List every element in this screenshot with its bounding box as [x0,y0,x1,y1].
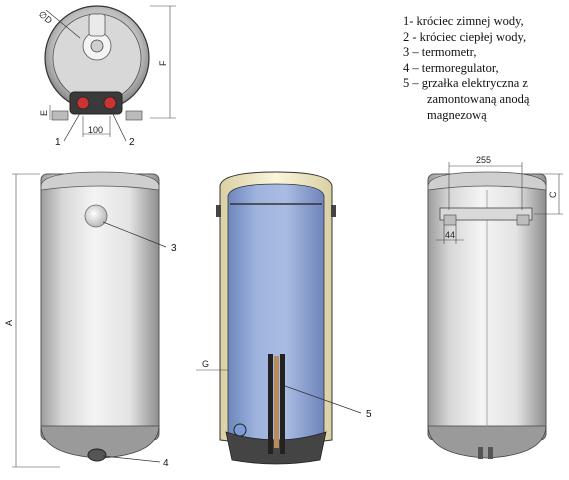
right-bracket [331,205,336,217]
thermometer-icon [84,204,108,228]
bracket-hook-right [516,214,530,226]
back-pipe-left [478,447,483,459]
legend-item-4: 4 – termoregulator, [403,60,499,75]
w100-label: 100 [88,125,103,135]
diameter-leader [45,9,81,39]
legend: 1- króciec zimnej wody, 2 - króciec ciep… [403,14,569,123]
tank-top-cap-front [40,171,160,191]
magnesium-anode [274,356,279,448]
right-foot [125,110,143,121]
w44-label: 44 [445,230,455,240]
callout-4-leader [102,455,161,463]
diameter-label: ∅D [37,9,55,26]
callout-5: 5 [366,409,372,420]
legend-item-5-cont-1: zamontowaną anodą [427,91,530,106]
callout-3: 3 [171,243,177,254]
legend-item-2: 2 - króciec ciepłej wody, [403,29,527,44]
cold-water-pipe-icon [76,96,90,110]
f-label: F [158,60,168,66]
tank-bottom-cap-back [427,425,547,459]
e-label: E [39,110,49,116]
top-fitting [88,13,106,37]
callout-1: 1 [55,137,61,148]
callout-2-leader [109,107,127,142]
heater-rod-left [268,354,273,454]
legend-item-5-cont-2: magnezową [427,107,487,122]
left-foot [51,110,69,121]
back-pipe-right [488,447,493,459]
left-bracket [216,205,221,217]
top-view: ∅D F E 100 1 2 [37,5,176,148]
g-label: G [202,359,209,369]
hot-water-pipe-icon [103,96,117,110]
back-view: 255 C 44 [427,155,563,459]
inlet-pipe-icon [233,423,247,437]
top-fitting-center [90,39,104,53]
legend-item-1: 1- króciec zimnej wody, [403,14,524,28]
legend-item-3: 3 – termometr, [403,45,477,60]
section-view: G 5 [196,171,372,465]
bracket-hook-left [443,214,457,226]
heater-rod-right [280,354,285,454]
callout-2: 2 [129,137,135,148]
w255-label: 255 [476,155,491,165]
callout-3-leader [102,221,167,248]
callout-5-leader [284,385,362,414]
thermoregulator-knob-icon [87,448,107,462]
legend-item-5: 5 – grzałka elektryczna z [403,76,528,91]
mounting-bracket [439,207,533,221]
tank-top-cap-back [427,171,547,191]
a-label: A [4,320,14,326]
callout-1-leader [63,107,84,142]
callout-4: 4 [163,458,169,469]
c-label: C [548,191,558,198]
front-view: A 3 4 [4,171,177,469]
